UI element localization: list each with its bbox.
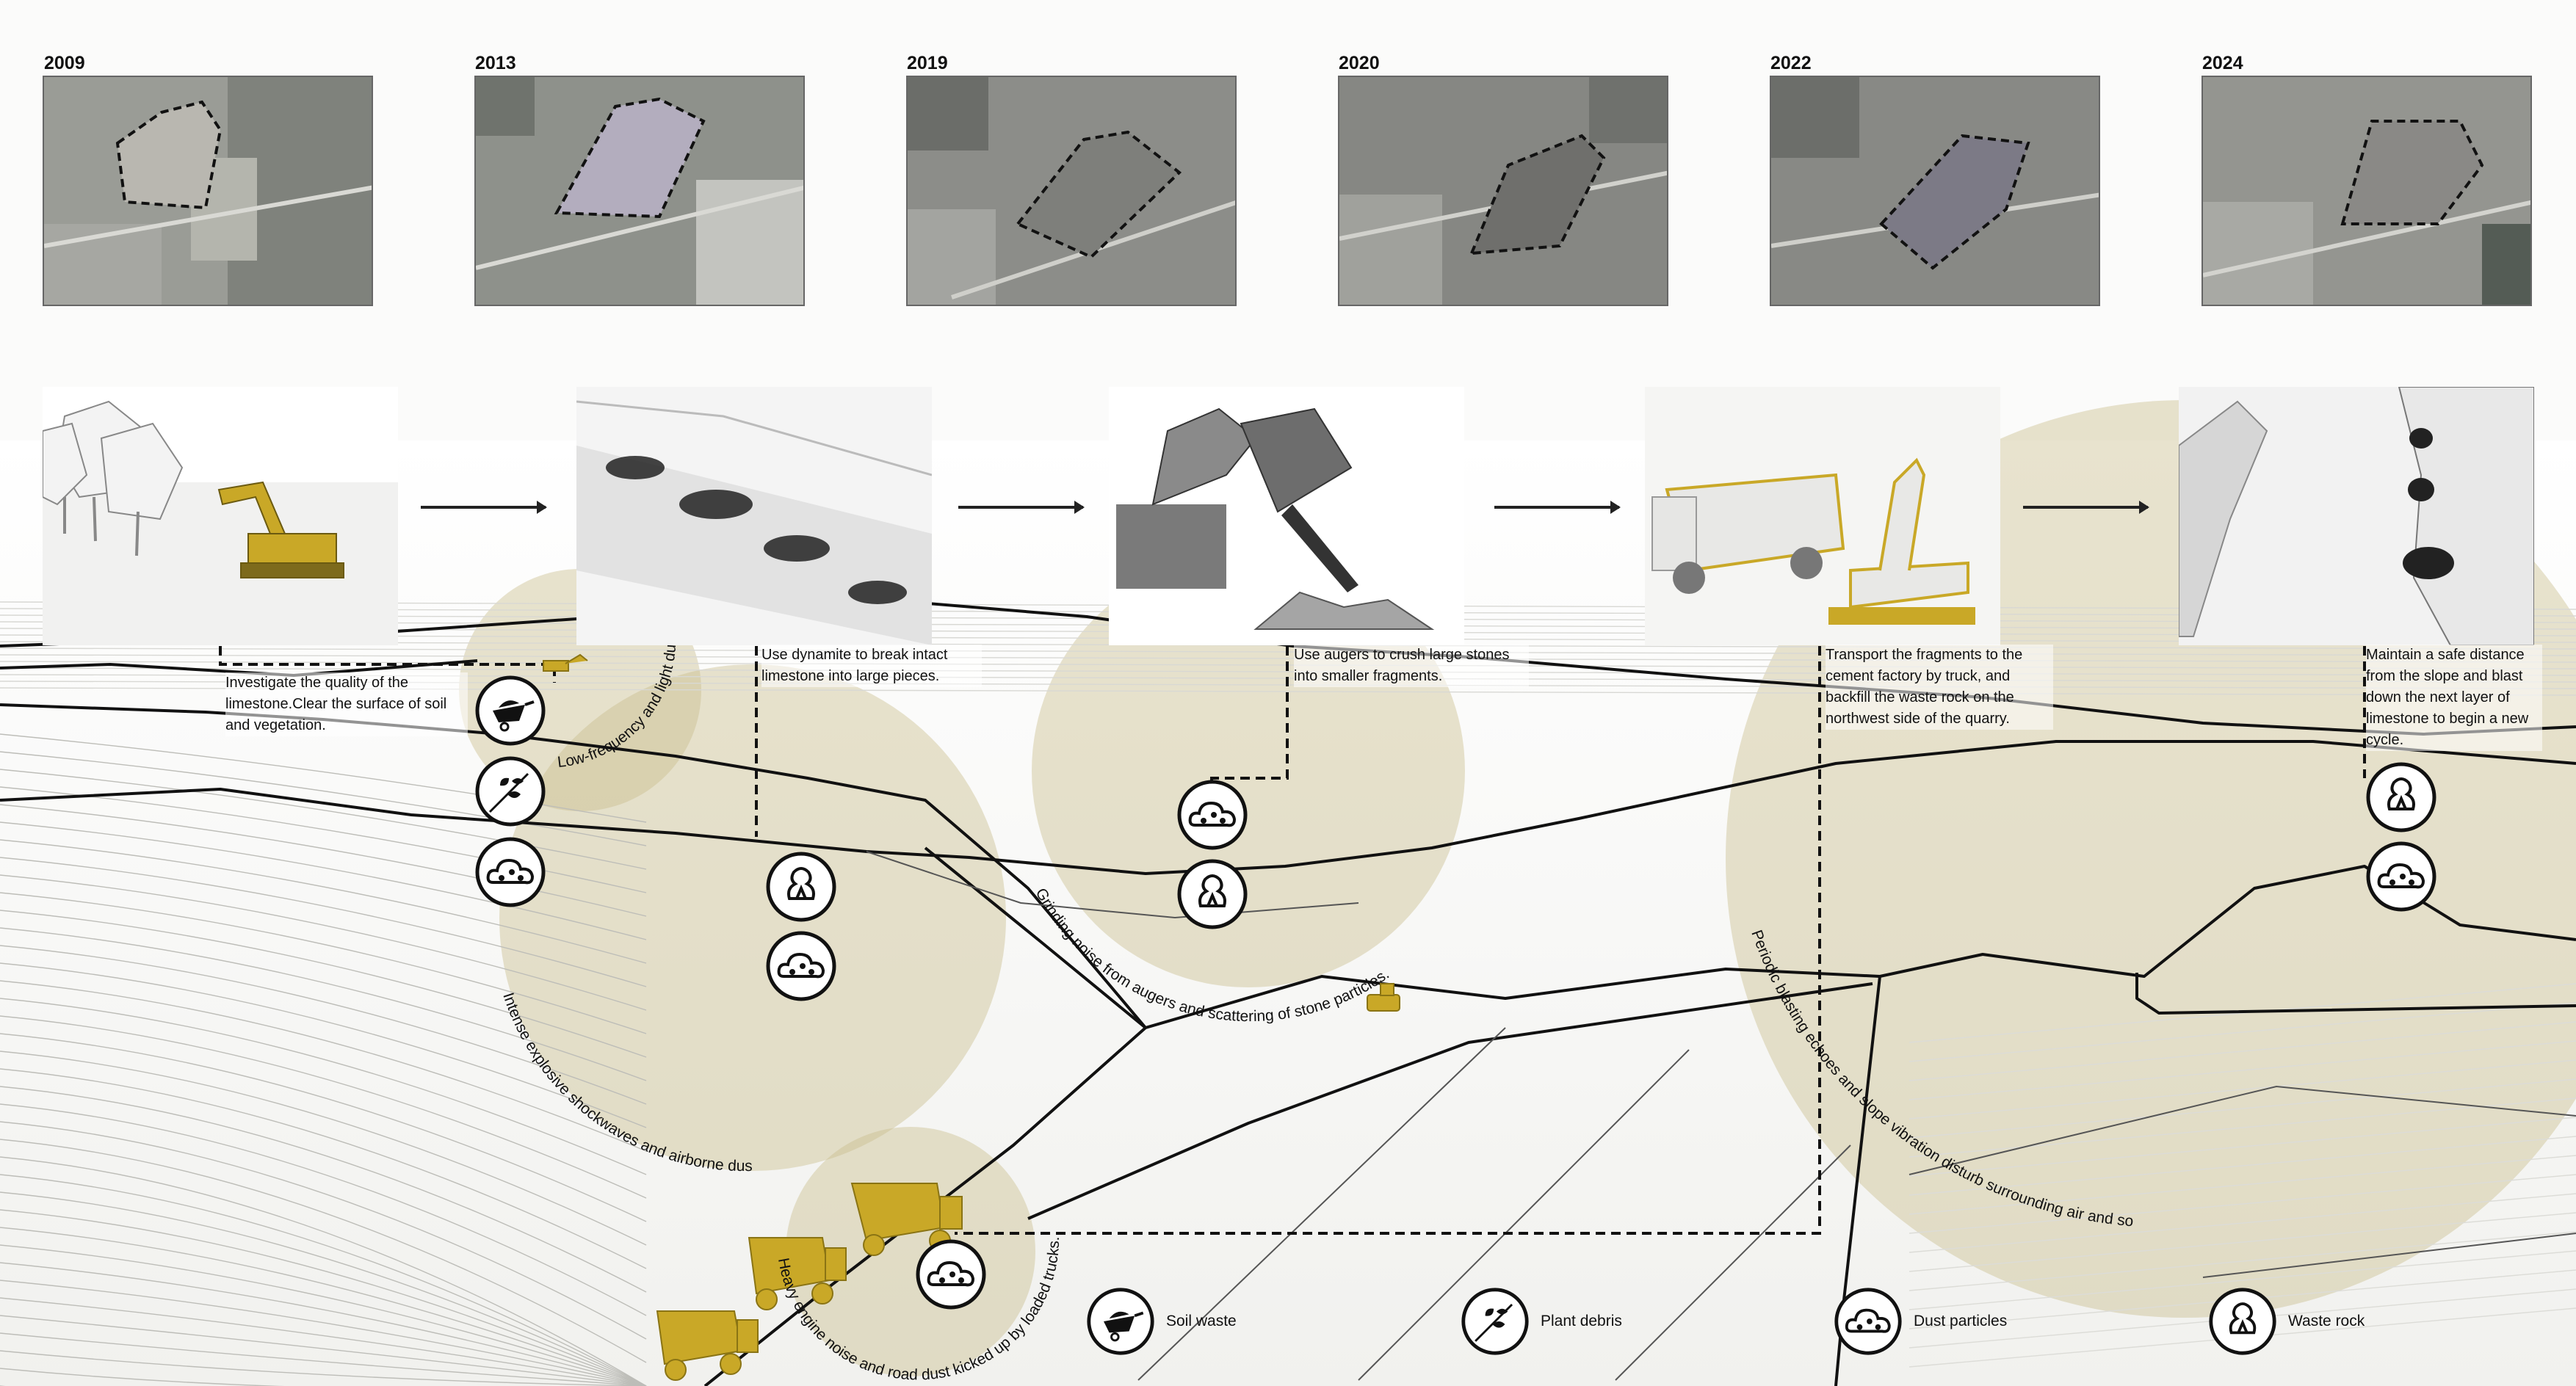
legend-label-dust-particles: Dust particles — [1914, 1313, 2008, 1329]
truck-3 — [656, 1310, 759, 1381]
flow-arrow — [2023, 501, 2149, 514]
dust-particles-icon — [1176, 778, 1249, 852]
waste-rock-icon — [2365, 761, 2438, 834]
dust-particles-icon — [764, 929, 838, 1003]
year-label: 2024 — [2202, 53, 2243, 73]
step-image-blasting — [576, 387, 932, 645]
satellite-image — [474, 76, 805, 306]
year-label: 2009 — [44, 53, 85, 73]
dust-particles-icon — [474, 835, 547, 909]
year-label: 2022 — [1770, 53, 1812, 73]
step-description-1: Investigate the quality of the limestone… — [225, 672, 468, 736]
step-description-4: Transport the fragments to the cement fa… — [1826, 645, 2053, 730]
dust-particles-icon — [1833, 1286, 1903, 1357]
auger-machine — [1367, 983, 1400, 1012]
soil-waste-icon — [474, 674, 547, 747]
plant-debris-icon — [1460, 1286, 1530, 1357]
legend-label-waste-rock: Waste rock — [2288, 1313, 2365, 1329]
step-description-2: Use dynamite to break intact limestone i… — [761, 645, 982, 687]
waste-rock-icon — [2207, 1286, 2278, 1357]
dust-particles-icon — [914, 1238, 988, 1311]
step-description-5: Maintain a safe distance from the slope … — [2366, 645, 2542, 751]
satellite-image — [1338, 76, 1668, 306]
waste-rock-icon — [764, 850, 838, 924]
flow-arrow — [421, 501, 547, 514]
soil-waste-icon — [1085, 1286, 1156, 1357]
excavator-small — [543, 653, 588, 672]
step-image-crushing — [1109, 387, 1464, 645]
step-image-next-cycle — [2179, 387, 2534, 645]
connector-step-4 — [955, 646, 1821, 1235]
waste-rock-icon — [1176, 857, 1249, 931]
truck-1 — [850, 1183, 963, 1256]
connector-step-1 — [219, 646, 556, 683]
year-label: 2020 — [1339, 53, 1380, 73]
impact-zone-trucks — [786, 1127, 1035, 1376]
year-label: 2019 — [907, 53, 948, 73]
satellite-image — [906, 76, 1237, 306]
legend-label-soil-waste: Soil waste — [1166, 1313, 1237, 1329]
flow-arrow — [958, 501, 1085, 514]
step-image-transport — [1645, 387, 2000, 645]
satellite-image — [2201, 76, 2532, 306]
truck-2 — [748, 1237, 847, 1310]
dust-particles-icon — [2365, 840, 2438, 913]
legend-label-plant-debris: Plant debris — [1541, 1313, 1622, 1329]
plant-debris-icon — [474, 755, 547, 828]
satellite-image — [43, 76, 373, 306]
flow-arrow — [1494, 501, 1621, 514]
step-description-3: Use augers to crush large stones into sm… — [1294, 645, 1529, 687]
year-label: 2013 — [475, 53, 516, 73]
satellite-image — [1770, 76, 2100, 306]
step-image-clearing — [43, 387, 398, 645]
